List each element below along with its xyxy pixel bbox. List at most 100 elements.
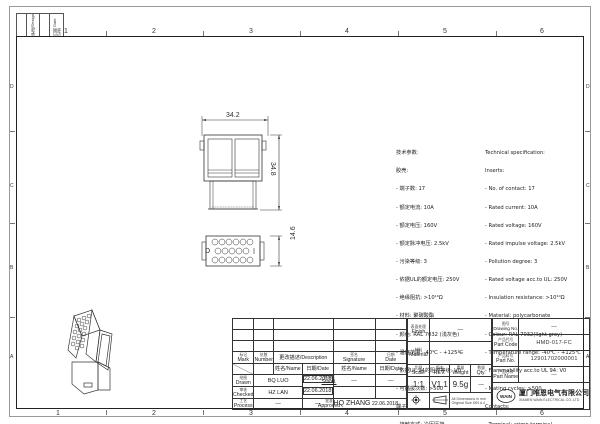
zone-right-c: C	[586, 183, 590, 189]
spec-cn-line: - 依据UL的额定电压: 250V	[396, 277, 460, 284]
qty-value: —	[470, 376, 492, 393]
zone-top-3: 3	[249, 28, 253, 35]
zone-tick	[585, 317, 590, 318]
rev-cell	[17, 14, 27, 36]
zone-tick	[585, 131, 590, 132]
spec-cn-line: 胶壳:	[396, 168, 409, 175]
zone-tick	[10, 223, 15, 224]
spec-cn-line: - 额定脉冲电压: 2.5kV	[396, 240, 449, 247]
weight-value: 9.5g	[449, 376, 472, 393]
spec-cn-line: - 绝缘阻抗: >10¹⁰Ω	[396, 295, 443, 302]
revision-box: 更改/Design 日期 Date 记录	[16, 13, 64, 36]
outer-border	[9, 6, 591, 417]
zone-bottom-1: 1	[56, 410, 60, 417]
zone-left-a: A	[10, 354, 14, 360]
zone-tick	[585, 223, 590, 224]
company-name-en: XIAMEN WAIN ELECTRICAL CO.,LTD	[519, 398, 580, 402]
spec-en-line: - Rated voltage acc.to UL: 250V	[485, 277, 568, 284]
zone-bottom-5: 5	[443, 410, 447, 417]
zone-tick	[496, 410, 497, 415]
zone-tick	[496, 31, 497, 36]
first-angle-projection-icon	[411, 395, 422, 405]
zone-tick	[203, 410, 204, 415]
zone-bottom-2: 2	[152, 410, 156, 417]
spec-en-line: - Terminal: crimp terminal	[485, 422, 589, 424]
zone-tick	[10, 131, 15, 132]
spec-cn-line: 技术参数:	[396, 150, 419, 157]
zone-top-4: 4	[345, 28, 349, 35]
spec-en-line: Inserts:	[485, 168, 505, 175]
zone-tick	[203, 31, 204, 36]
spec-cn-line: - 材料: 聚碳酸酯	[396, 313, 435, 320]
zone-left-b: B	[10, 265, 14, 271]
spec-cn-line: - 污染等级: 3	[396, 258, 427, 265]
cone-projection-icon	[431, 395, 448, 405]
scale-value: 1:1	[407, 376, 430, 393]
zone-left-d: D	[10, 84, 14, 90]
polarization-mark: D	[205, 248, 211, 255]
zone-right-b: B	[586, 265, 590, 271]
isometric-view-drawing	[67, 308, 113, 395]
spec-en-line: - Rated current: 10A	[485, 204, 538, 211]
part-name-value: —	[518, 366, 590, 383]
projection-symbols	[407, 392, 430, 410]
rev-cell	[40, 14, 50, 36]
bottom-height-dimension: 14.6	[290, 226, 297, 240]
zone-top-1: 1	[64, 28, 68, 35]
spec-en-line: - Insulation resistance: >10¹⁰Ω	[485, 295, 565, 302]
rev-cell: 日期 Date 记录	[51, 18, 61, 36]
spec-en-line: - Pollution degree: 3	[485, 258, 538, 265]
spec-en-line: - Rated impulse voltage: 2.5kV	[485, 240, 565, 247]
zone-bottom-4: 4	[345, 410, 349, 417]
zone-tick	[398, 31, 399, 36]
height-dimension: 34.8	[269, 162, 276, 176]
company-info: WAIN 厦门唯恩电气有限公司 XIAMEN WAIN ELECTRICAL C…	[496, 388, 589, 404]
spec-en-line: Technical specification:	[485, 150, 545, 157]
spec-en-line: - Material: polycarbonate	[485, 313, 551, 320]
company-logo-icon: WAIN	[496, 389, 516, 403]
drawing-no-value: —	[518, 318, 590, 335]
zone-tick	[398, 410, 399, 415]
zone-top-6: 6	[540, 28, 544, 35]
spec-cn-line: - 额定电压: 160V	[396, 222, 438, 229]
zone-tick	[106, 410, 107, 415]
company-name-cn: 厦门唯恩电气有限公司	[519, 390, 589, 397]
zone-bottom-6: 6	[540, 410, 544, 417]
zone-tick	[106, 31, 107, 36]
zone-bottom-3: 3	[249, 410, 253, 417]
width-dimension: 34.2	[226, 112, 240, 119]
zone-tick	[10, 317, 15, 318]
scale-values-row: 1:1 V1.1 9.5g —	[407, 376, 492, 393]
spec-cn-line: - 端子数: 17	[396, 186, 426, 193]
zone-top-2: 2	[152, 28, 156, 35]
rev-value: V1.1	[428, 376, 451, 393]
zone-left-c: C	[10, 183, 14, 189]
spec-en-line: - Rated voltage: 160V	[485, 222, 542, 229]
approval-header-row: 姓名/Name 日期/Date 姓名/Name 日期/Date	[231, 363, 407, 375]
spec-en-line: - No. of contact: 17	[485, 186, 535, 193]
zone-top-5: 5	[443, 28, 447, 35]
rev-cell: 更改/Design	[27, 14, 40, 36]
part-code-value: HMD-017-FC	[518, 334, 590, 351]
svg-text:WAIN: WAIN	[500, 394, 513, 399]
company-row: WAIN 厦门唯恩电气有限公司 XIAMEN WAIN ELECTRICAL C…	[492, 382, 590, 410]
zone-tick	[300, 410, 301, 415]
spec-cn-line: - 接触方式: 冷压压接	[396, 422, 491, 424]
